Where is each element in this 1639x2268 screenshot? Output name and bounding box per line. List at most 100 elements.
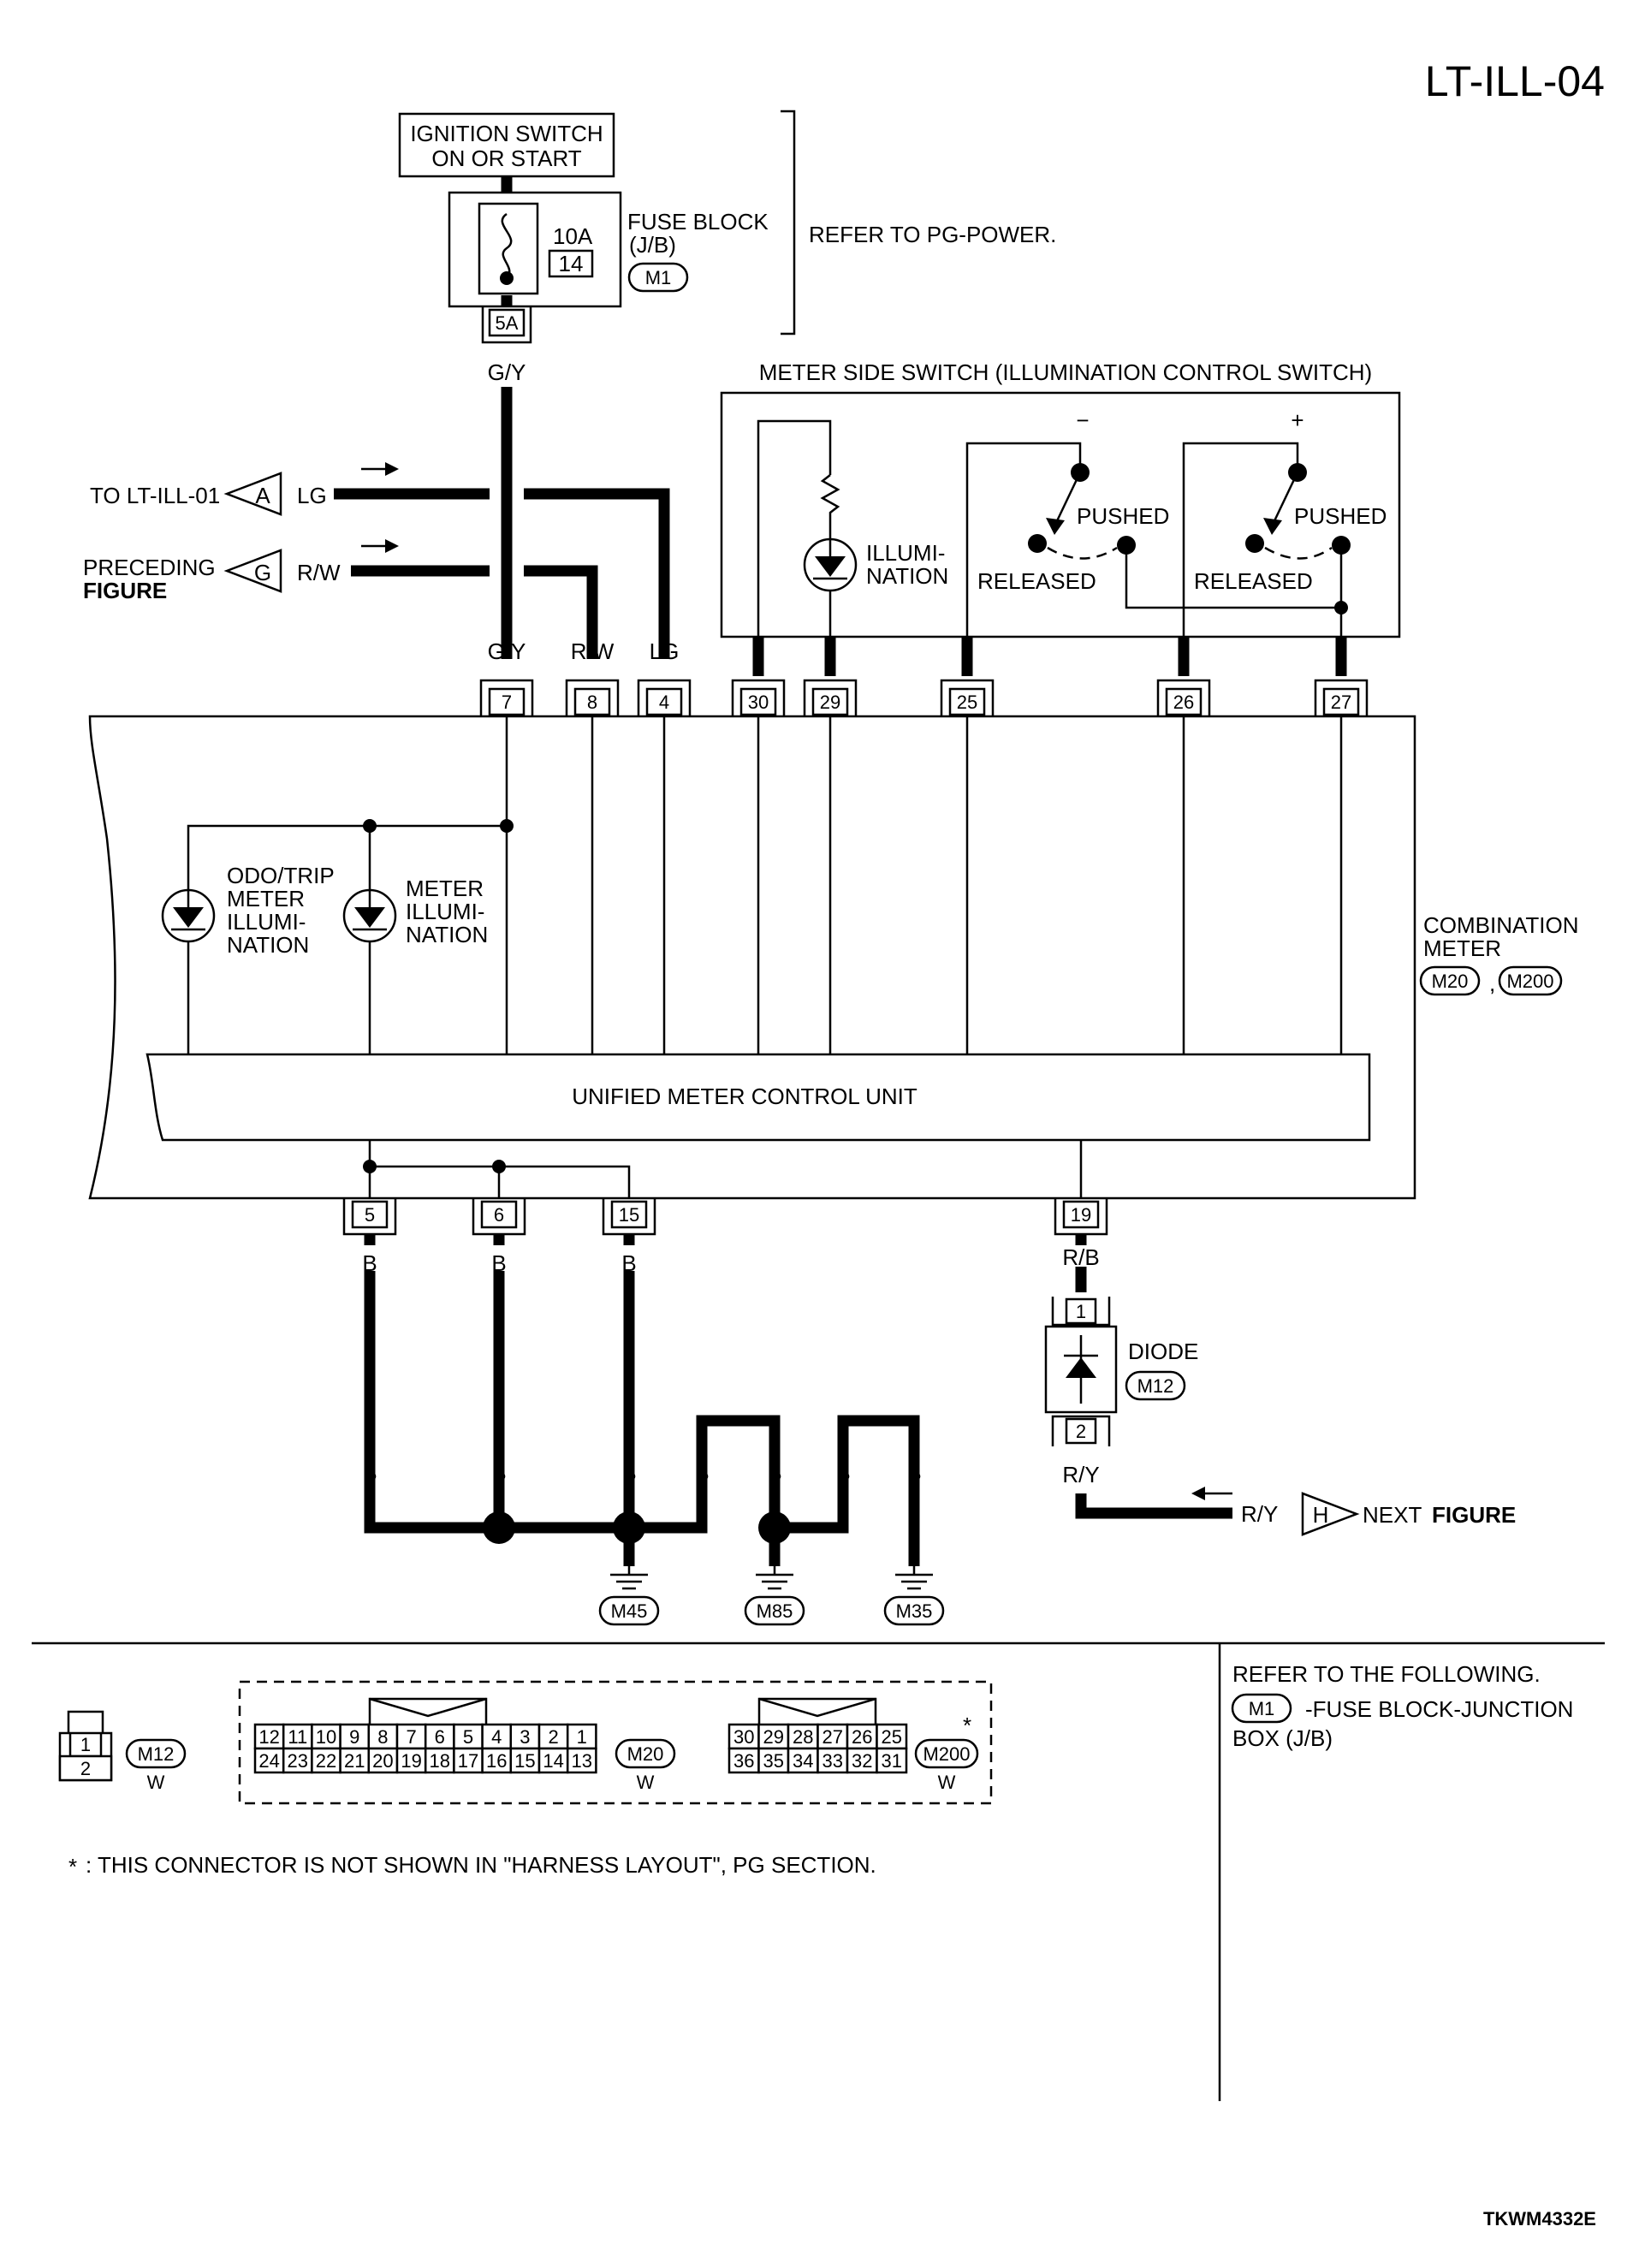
top-terminal-pin: 8	[587, 692, 597, 713]
svg-text:3: 3	[520, 1726, 530, 1748]
ground-wire-label: B	[835, 1460, 850, 1486]
illumination-led-icon	[803, 537, 858, 592]
svg-text:20: 20	[372, 1750, 393, 1772]
input-g-wire: R/W	[297, 560, 341, 585]
fuse-block-label-1: FUSE BLOCK	[627, 209, 769, 235]
legend-m12-bottom: 2	[80, 1758, 91, 1779]
svg-text:1: 1	[577, 1726, 587, 1748]
fuse-block-connector: M1	[645, 267, 672, 288]
input-a-letter: A	[255, 483, 270, 508]
connector-cell: 19	[395, 1747, 427, 1774]
fuse-block-label-2: (J/B)	[629, 232, 676, 258]
bottom-terminal-pin: 6	[494, 1204, 504, 1226]
svg-text:28: 28	[793, 1726, 813, 1748]
input-g-text-2: FIGURE	[83, 578, 167, 603]
next-text: NEXT	[1363, 1502, 1422, 1528]
connector-cell: 3	[509, 1723, 541, 1750]
svg-text:5A: 5A	[496, 312, 519, 334]
switch-plus: +	[1291, 407, 1303, 433]
ground-wire-label: B	[694, 1460, 709, 1486]
connector-cell: 15	[509, 1747, 541, 1774]
svg-text:19: 19	[401, 1750, 421, 1772]
connector-cell: 8	[367, 1723, 399, 1750]
diode: 1 2	[1044, 1297, 1118, 1446]
fuse-connector-5a: 5A	[481, 306, 532, 344]
connector-cell: 9	[339, 1723, 371, 1750]
svg-text:5: 5	[463, 1726, 473, 1748]
svg-text:29: 29	[763, 1726, 784, 1748]
odo-label-1: ODO/TRIP	[227, 863, 335, 888]
meter-illum-label-2: ILLUMI-	[406, 899, 484, 924]
connector-cell: 5	[453, 1723, 484, 1750]
svg-text:23: 23	[288, 1750, 308, 1772]
connector-cell: 34	[787, 1747, 819, 1774]
connector-cell: 31	[876, 1747, 908, 1774]
legend-m12-color: W	[147, 1772, 165, 1793]
bottom-terminal-pin: 15	[619, 1204, 639, 1226]
connector-cell: 13	[566, 1747, 597, 1774]
svg-text:8: 8	[377, 1726, 388, 1748]
svg-text:36: 36	[733, 1750, 754, 1772]
svg-text:4: 4	[491, 1726, 502, 1748]
input-g: PRECEDING FIGURE G R/W	[83, 549, 341, 603]
ground-wire-label: B	[491, 1460, 506, 1486]
meter-illumination-led-icon	[342, 888, 397, 943]
legend-m12: 1 2 M12 W	[58, 1710, 187, 1793]
ignition-label-1: IGNITION SWITCH	[410, 121, 603, 146]
meter-internal-wiring	[187, 716, 1343, 1054]
legend-refer-connector: M1	[1249, 1698, 1275, 1719]
legend-refer-title: REFER TO THE FOLLOWING.	[1232, 1661, 1541, 1687]
fuse-number: 14	[559, 251, 584, 276]
svg-text:9: 9	[349, 1726, 359, 1748]
connector-cell: 20	[367, 1747, 399, 1774]
connector-cell: 32	[846, 1747, 878, 1774]
connector-cell: 35	[757, 1747, 790, 1774]
svg-text:2: 2	[548, 1726, 558, 1748]
top-terminal-pin: 26	[1173, 692, 1194, 713]
connector-cell: 28	[787, 1723, 819, 1750]
bottom-terminal: 15B	[602, 1198, 656, 1276]
legend-frame	[238, 1680, 993, 1805]
odo-label-4: NATION	[227, 932, 309, 958]
ground-wire-label: B	[362, 1460, 377, 1486]
input-a: TO LT-ILL-01 A LG	[90, 472, 327, 516]
diode-pin-1: 1	[1076, 1301, 1086, 1322]
ground-connector: M35	[896, 1600, 933, 1622]
legend-refer-line1: -FUSE BLOCK-JUNCTION	[1305, 1696, 1573, 1722]
top-terminal: 7	[479, 679, 534, 716]
bottom-terminal-wire: B	[621, 1250, 636, 1276]
fuse-block: 10A 14 FUSE BLOCK (J/B) M1	[448, 191, 769, 308]
svg-text:6: 6	[435, 1726, 445, 1748]
bottom-terminal-wire: B	[362, 1250, 377, 1276]
top-terminal-pin: 27	[1331, 692, 1351, 713]
svg-text:14: 14	[543, 1750, 563, 1772]
control-unit-box	[145, 1053, 1371, 1142]
bottom-terminal-pin: 19	[1071, 1204, 1091, 1226]
page-id: LT-ILL-04	[1425, 57, 1605, 105]
next-figure-marker: R/Y H NEXT FIGURE	[1241, 1492, 1516, 1536]
connector-cell: 17	[453, 1747, 484, 1774]
ground-icon: M45	[598, 1566, 660, 1626]
legend-m12-top: 1	[80, 1734, 91, 1755]
connector-cell: 23	[282, 1747, 313, 1774]
switch-minus-pushed: PUSHED	[1077, 503, 1169, 529]
top-terminal: 26	[1156, 679, 1211, 716]
odo-label-3: ILLUMI-	[227, 909, 306, 935]
switch-title: METER SIDE SWITCH (ILLUMINATION CONTROL …	[759, 359, 1372, 385]
svg-text:34: 34	[793, 1750, 813, 1772]
svg-text:22: 22	[316, 1750, 336, 1772]
diode-wire-in: R/B	[1062, 1244, 1099, 1270]
connector-cell: 4	[481, 1723, 513, 1750]
connector-cell: 30	[727, 1723, 760, 1750]
svg-text:10: 10	[316, 1726, 336, 1748]
top-terminal: 8	[565, 679, 620, 716]
odo-trip-led-icon	[161, 888, 216, 943]
svg-text:31: 31	[882, 1750, 902, 1772]
combination-meter-label-2: METER	[1423, 935, 1501, 961]
ground-wire-label: B	[621, 1460, 636, 1486]
top-terminal-pin: 4	[659, 692, 669, 713]
meter-connector-2: M200	[1506, 971, 1553, 992]
meter-illum-label-3: NATION	[406, 922, 488, 947]
svg-text:18: 18	[430, 1750, 450, 1772]
switch-illum-2: NATION	[866, 563, 948, 589]
